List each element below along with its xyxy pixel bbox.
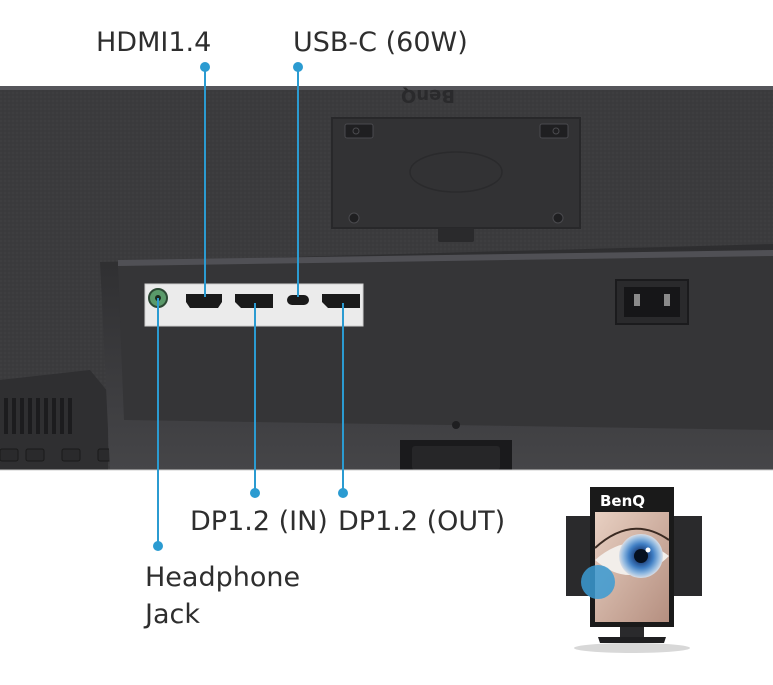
hdmi-port-icon xyxy=(186,294,222,308)
callout-headphone: Headphone Jack xyxy=(145,559,325,633)
usbc-port-icon xyxy=(287,295,309,305)
callout-dp-in: DP1.2 (IN) xyxy=(190,506,328,537)
callout-headphone-line1: Headphone xyxy=(145,562,301,593)
displayport-icon xyxy=(235,294,273,308)
displayport-out-icon xyxy=(322,294,360,308)
back-logo: BenQ xyxy=(401,85,455,106)
vesa-mount xyxy=(331,117,581,229)
callout-lines xyxy=(157,67,344,546)
callout-hdmi: HDMI1.4 xyxy=(96,27,212,58)
vent-slots xyxy=(4,398,72,434)
monitor-thumbnail: BenQ xyxy=(566,487,702,653)
callout-dp-out: DP1.2 (OUT) xyxy=(338,506,506,537)
callout-dots xyxy=(153,62,348,551)
monitor-logo: BenQ xyxy=(600,492,645,510)
callout-headphone-line2: Jack xyxy=(145,599,200,630)
callout-usbc: USB-C (60W) xyxy=(293,27,468,58)
